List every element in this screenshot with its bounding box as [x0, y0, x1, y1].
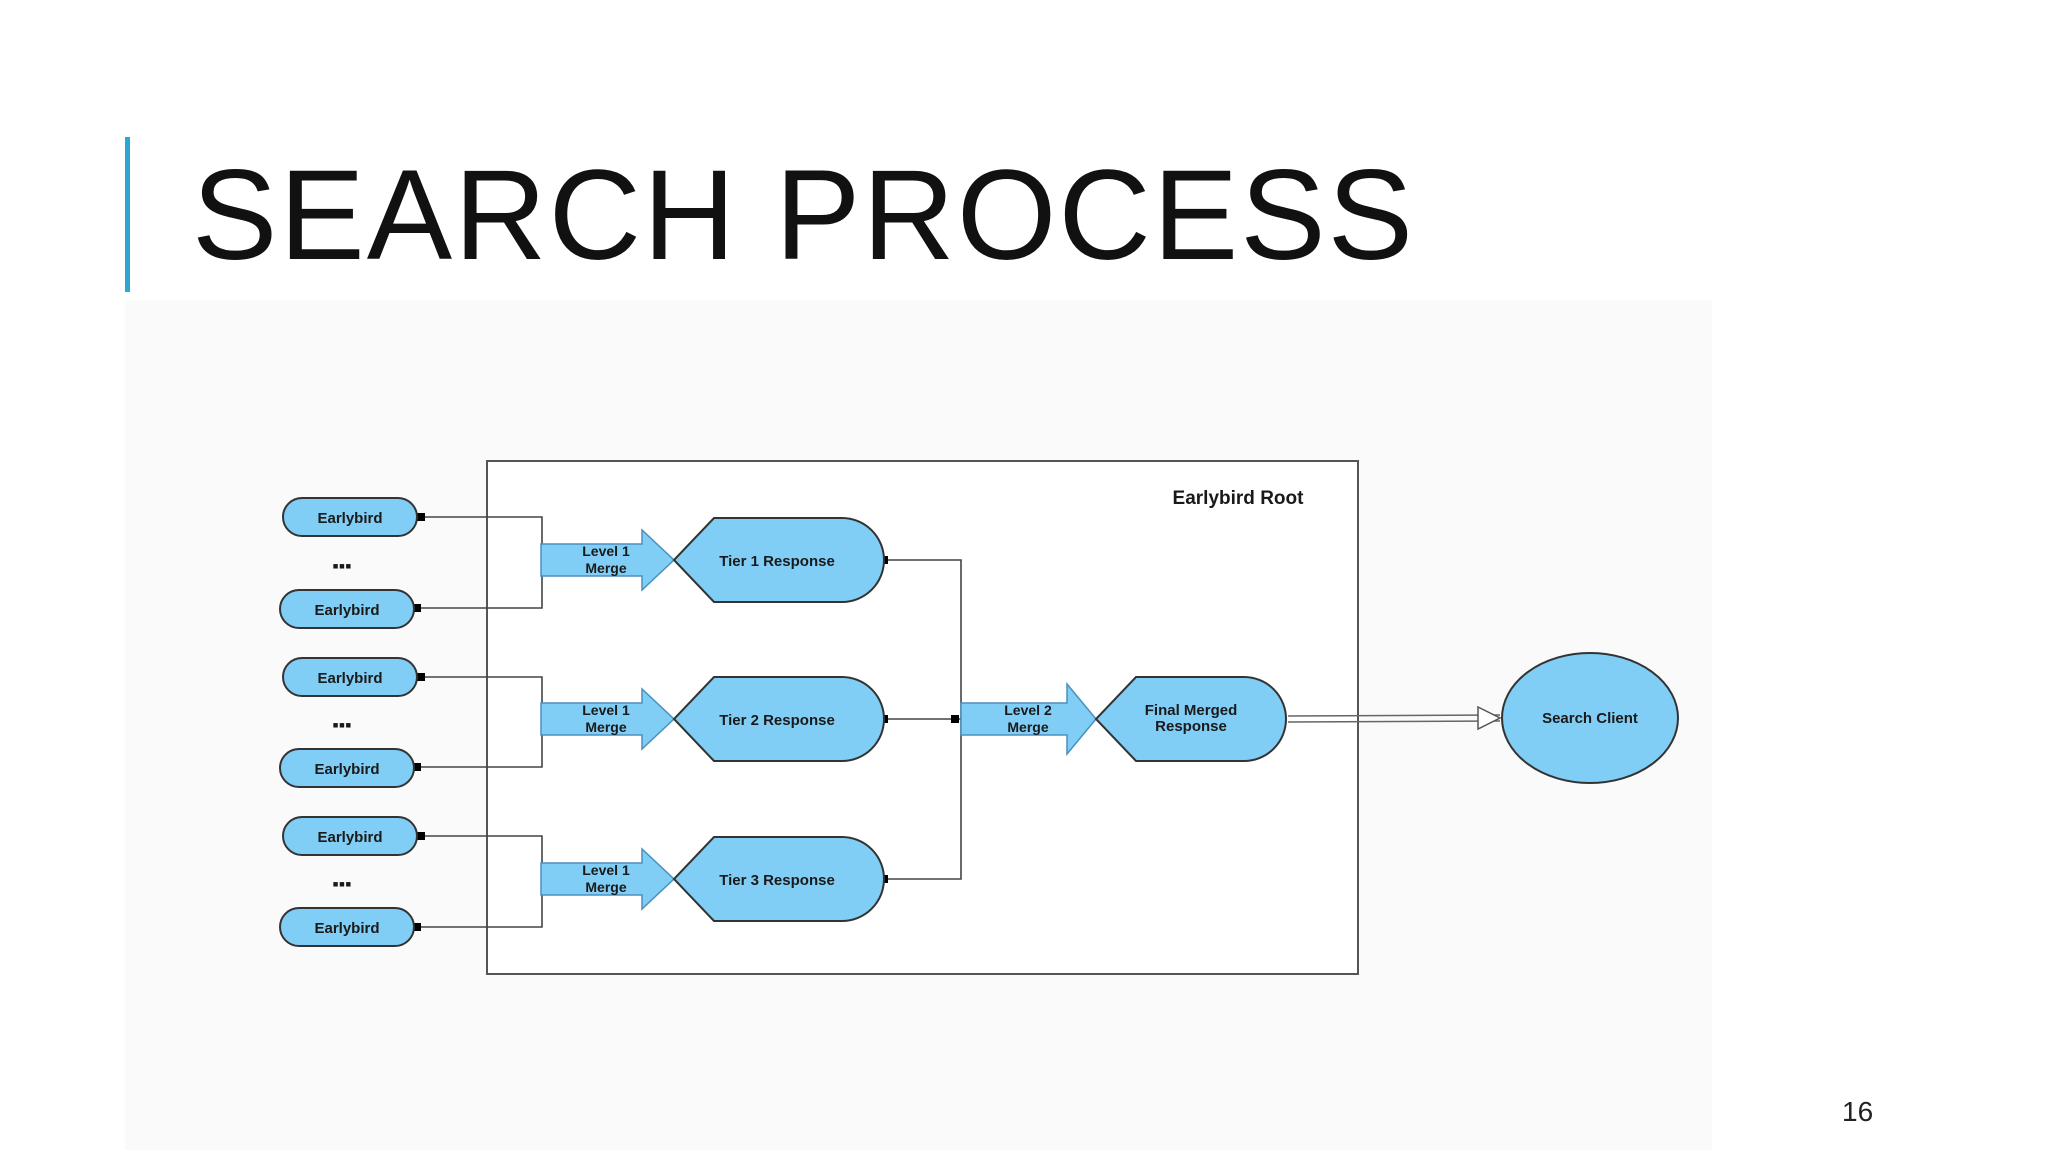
- svg-text:Level 1: Level 1: [582, 543, 630, 559]
- svg-text:Level 1: Level 1: [582, 862, 630, 878]
- search-client-node: Search Client: [1501, 652, 1679, 784]
- svg-text:Response: Response: [1155, 718, 1227, 735]
- svg-text:Final Merged: Final Merged: [1145, 702, 1238, 719]
- tier-response-node: Tier 1 Response: [672, 517, 885, 603]
- svg-text:Level 2: Level 2: [1004, 702, 1052, 718]
- earlybird-node: Earlybird: [279, 589, 415, 629]
- title-accent-bar: [125, 137, 130, 292]
- ellipsis: ▪▪▪: [332, 874, 351, 894]
- svg-text:Earlybird: Earlybird: [317, 829, 382, 846]
- ellipsis: ▪▪▪: [332, 556, 351, 576]
- svg-text:Earlybird: Earlybird: [314, 761, 379, 778]
- svg-text:Earlybird: Earlybird: [314, 602, 379, 619]
- earlybird-node: Earlybird: [282, 816, 418, 856]
- svg-text:Level 1: Level 1: [582, 702, 630, 718]
- page-number: 16: [1842, 1096, 1874, 1127]
- svg-text:Merge: Merge: [1007, 719, 1048, 735]
- earlybird-node: Earlybird: [282, 657, 418, 697]
- svg-text:Search Client: Search Client: [1542, 710, 1638, 727]
- earlybird-node: Earlybird: [282, 497, 418, 537]
- tier-response-node: Tier 3 Response: [672, 836, 885, 922]
- svg-text:Merge: Merge: [585, 719, 626, 735]
- svg-text:Tier 1 Response: Tier 1 Response: [719, 553, 835, 570]
- level1-merge-arrow: Level 1 Merge: [540, 687, 676, 751]
- svg-text:Tier 2 Response: Tier 2 Response: [719, 712, 835, 729]
- level1-merge-arrow: Level 1 Merge: [540, 847, 676, 911]
- level1-merge-arrow: Level 1 Merge: [540, 528, 676, 592]
- svg-text:Merge: Merge: [585, 560, 626, 576]
- final-merged-response-node: Final Merged Response: [1094, 676, 1287, 762]
- svg-text:Merge: Merge: [585, 879, 626, 895]
- container-label: Earlybird Root: [1173, 488, 1305, 509]
- earlybird-node: Earlybird: [279, 748, 415, 788]
- svg-text:Earlybird: Earlybird: [314, 920, 379, 937]
- tier-response-node: Tier 2 Response: [672, 676, 885, 762]
- svg-text:Tier 3 Response: Tier 3 Response: [719, 872, 835, 889]
- ellipsis: ▪▪▪: [332, 715, 351, 735]
- response-arrow: [1287, 705, 1502, 731]
- page-title: SEARCH PROCESS: [192, 144, 1415, 287]
- level2-merge-arrow: Level 2 Merge: [960, 681, 1097, 757]
- svg-text:Earlybird: Earlybird: [317, 670, 382, 687]
- earlybird-node: Earlybird: [279, 907, 415, 947]
- svg-text:Earlybird: Earlybird: [317, 510, 382, 527]
